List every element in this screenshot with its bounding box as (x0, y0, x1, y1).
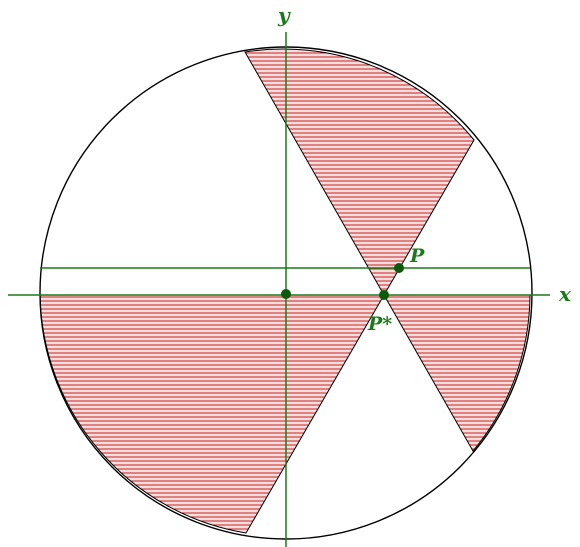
point-p (394, 263, 404, 273)
shaded-region-bottom-left (39, 294, 385, 534)
shaded-region-top (244, 48, 475, 297)
origin-point (281, 289, 291, 299)
points (281, 263, 404, 300)
point-p-star (379, 290, 389, 300)
shaded-regions (39, 48, 531, 534)
y-axis-label: y (277, 3, 291, 27)
point-p-star-label: P* (367, 313, 392, 335)
x-axis-label: x (558, 282, 572, 306)
point-p-label: P (409, 245, 425, 267)
shaded-region-right (383, 294, 531, 452)
